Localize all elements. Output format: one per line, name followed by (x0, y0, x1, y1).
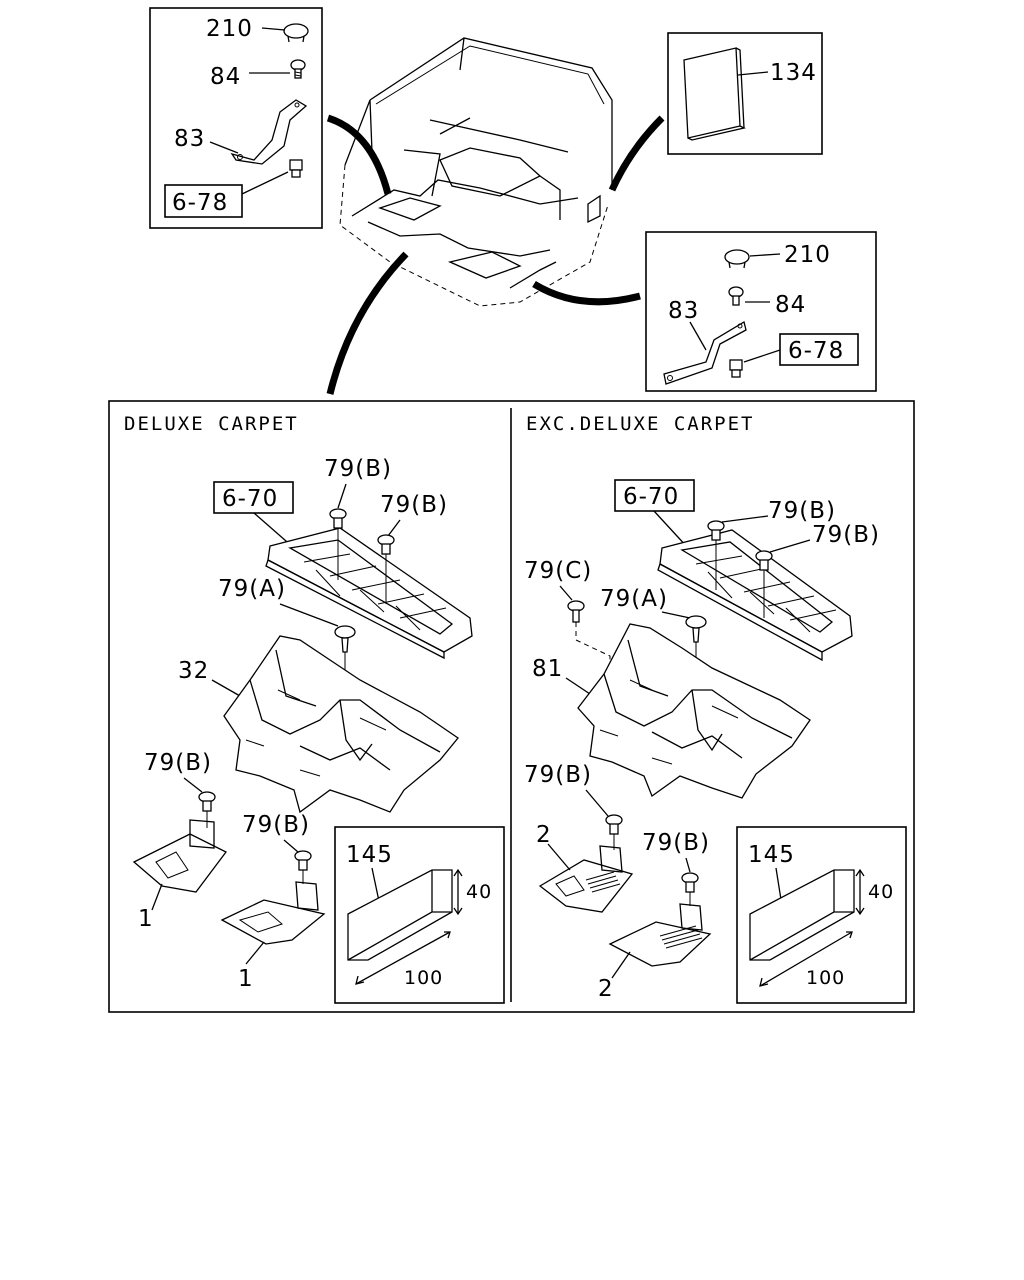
floor-carpet-part (577, 623, 811, 799)
callout-134: 134 (770, 60, 817, 86)
manual-part-icon (683, 47, 746, 141)
section-title-exc-deluxe: EXC.DELUXE CARPET (526, 413, 754, 435)
dim-100: 100 (404, 967, 443, 989)
detail-box-mid-right: 210 84 83 6-78 (645, 231, 877, 392)
callout-145: 145 (346, 842, 393, 868)
exc-deluxe-carpet-section: EXC.DELUXE CARPET 6-70 79(B) 79(B) 79(C) (524, 413, 907, 1004)
bracket-part-icon (230, 99, 308, 165)
bolt-part-icon (681, 872, 699, 893)
callout-79b: 79(B) (642, 830, 710, 856)
cab-illustration (326, 37, 665, 395)
dim-100: 100 (806, 967, 845, 989)
floor-carpet-part (223, 635, 459, 814)
push-pin-part-icon (334, 625, 356, 653)
push-pin-part-icon (685, 615, 707, 643)
bolt-part-icon (294, 850, 312, 871)
cap-part-icon (724, 249, 750, 269)
callout-81: 81 (532, 656, 563, 682)
floor-mat-part (538, 845, 634, 913)
bolt-part-icon (198, 791, 216, 812)
callout-79b: 79(B) (524, 762, 592, 788)
callout-79b: 79(B) (324, 456, 392, 482)
callout-79a: 79(A) (218, 576, 286, 602)
callout-79b: 79(B) (768, 498, 836, 524)
callout-79b: 79(B) (242, 812, 310, 838)
floor-mat-part (220, 881, 326, 945)
foam-block-part (347, 869, 453, 961)
callout-79b: 79(B) (812, 522, 880, 548)
clip-part-icon (289, 159, 303, 178)
detail-box-top-right: 134 (667, 32, 823, 155)
detail-box-top-left: 210 84 83 6-78 (149, 7, 323, 229)
dim-40: 40 (466, 881, 492, 903)
callout-210: 210 (784, 242, 831, 268)
callout-84: 84 (775, 292, 806, 318)
bolt-part-icon (605, 814, 623, 835)
ref-6-70: 6-70 (222, 486, 278, 512)
cap-part-icon (283, 23, 309, 43)
callout-145: 145 (748, 842, 795, 868)
callout-79c: 79(C) (524, 558, 592, 584)
ref-6-70: 6-70 (623, 484, 679, 510)
callout-1: 1 (238, 966, 254, 992)
floor-mat-part (132, 819, 227, 893)
callout-2: 2 (598, 976, 614, 1002)
callout-32: 32 (178, 658, 209, 684)
ref-6-78: 6-78 (788, 338, 844, 364)
bracket-part-icon (663, 320, 747, 385)
callout-79a: 79(A) (600, 586, 668, 612)
callout-210: 210 (206, 16, 253, 42)
floor-mat-part (608, 903, 712, 967)
callout-79b: 79(B) (144, 750, 212, 776)
dim-40: 40 (868, 881, 894, 903)
deluxe-carpet-section: DELUXE CARPET 6-70 79(B) 79(B) 79(A) (124, 413, 505, 1004)
callout-84: 84 (210, 64, 241, 90)
callout-1: 1 (138, 906, 154, 932)
callout-79b: 79(B) (380, 492, 448, 518)
clip-part-icon (729, 359, 743, 378)
callout-83: 83 (174, 126, 205, 152)
screw-part-icon (290, 59, 306, 79)
callout-83: 83 (668, 298, 699, 324)
bolt-part-icon (329, 508, 347, 529)
floor-tray-part (265, 527, 473, 660)
screw-part-icon (567, 600, 585, 623)
screw-part-icon (728, 286, 744, 306)
carpet-panel (108, 400, 915, 1013)
floor-tray-part (657, 529, 853, 662)
ref-6-78: 6-78 (172, 190, 228, 216)
bolt-part-icon (377, 534, 395, 555)
foam-block-part (749, 869, 855, 961)
callout-2: 2 (536, 822, 552, 848)
section-title-deluxe: DELUXE CARPET (124, 413, 299, 435)
